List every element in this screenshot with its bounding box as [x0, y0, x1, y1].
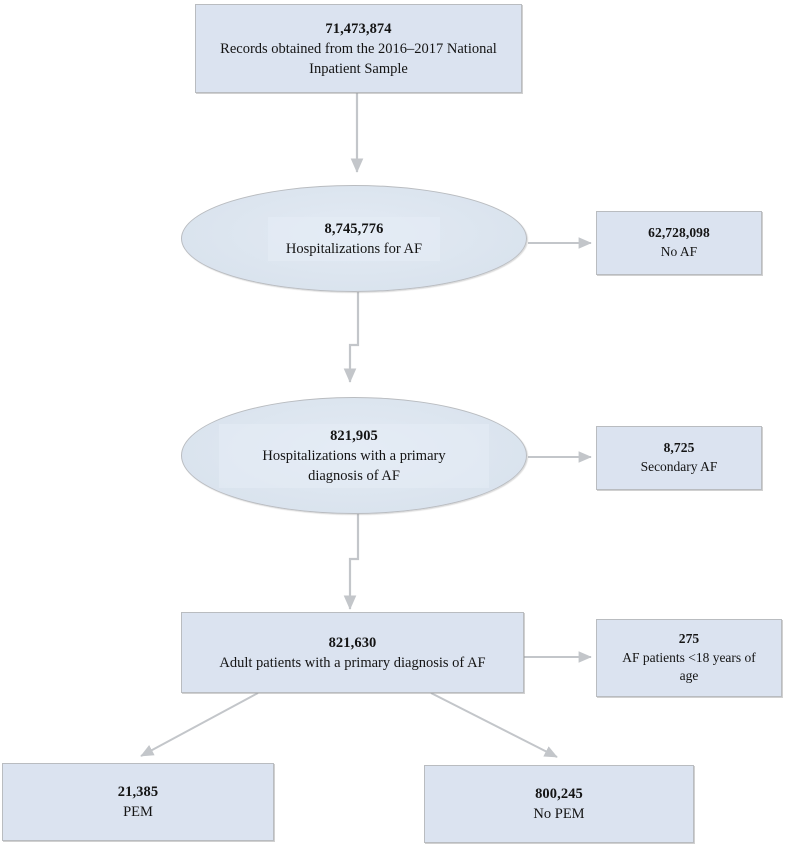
- node-adult-primary-af-count: 821,630: [328, 634, 377, 651]
- connector-adult-primary-af-to-no-pem: [430, 692, 558, 758]
- node-under-18: 275 AF patients <18 years of age: [596, 619, 782, 697]
- node-secondary-af-label: Secondary AF: [640, 459, 718, 474]
- node-secondary-af: 8,725 Secondary AF: [596, 426, 762, 490]
- node-af-hospitalizations: 8,745,776 Hospitalizations for AF: [181, 185, 527, 292]
- node-no-af-label: No AF: [660, 244, 698, 259]
- connector-af-hospitalizations-to-primary-af: [343, 292, 360, 383]
- node-secondary-af-count: 8,725: [663, 440, 695, 456]
- node-pem-text: 21,385 PEM: [115, 782, 161, 822]
- node-primary-af-label: Hospitalizations with a primary diagnosi…: [262, 447, 446, 484]
- node-af-hospitalizations-text: 8,745,776 Hospitalizations for AF: [267, 216, 441, 261]
- node-primary-af: 821,905 Hospitalizations with a primary …: [181, 397, 527, 514]
- node-source-records-count: 71,473,874: [325, 20, 392, 37]
- node-adult-primary-af-text: 821,630 Adult patients with a primary di…: [211, 633, 493, 673]
- node-pem: 21,385 PEM: [2, 763, 274, 841]
- node-no-pem: 800,245 No PEM: [424, 765, 694, 843]
- node-af-hospitalizations-count: 8,745,776: [324, 220, 384, 237]
- connector-primary-af-to-adult-primary-af: [343, 513, 360, 610]
- node-secondary-af-text: 8,725 Secondary AF: [633, 439, 726, 476]
- node-no-af-text: 62,728,098 No AF: [648, 224, 710, 261]
- node-no-af: 62,728,098 No AF: [596, 211, 762, 275]
- node-under-18-label: AF patients <18 years of age: [622, 649, 756, 684]
- node-af-hospitalizations-label: Hospitalizations for AF: [285, 240, 423, 257]
- node-adult-primary-af: 821,630 Adult patients with a primary di…: [181, 612, 524, 693]
- node-no-af-count: 62,728,098: [648, 225, 710, 241]
- node-source-records: 71,473,874 Records obtained from the 201…: [195, 4, 522, 93]
- node-under-18-count: 275: [678, 631, 700, 647]
- node-no-pem-label: No PEM: [533, 806, 585, 822]
- node-under-18-text: 275 AF patients <18 years of age: [609, 630, 769, 686]
- node-pem-count: 21,385: [117, 784, 159, 800]
- node-no-pem-text: 800,245 No PEM: [525, 784, 592, 824]
- connector-adult-primary-af-to-pem: [140, 692, 259, 757]
- node-source-records-label: Records obtained from the 2016–2017 Nati…: [220, 40, 497, 77]
- node-source-records-text: 71,473,874 Records obtained from the 201…: [196, 19, 521, 79]
- node-primary-af-count: 821,905: [330, 427, 378, 444]
- node-primary-af-text: 821,905 Hospitalizations with a primary …: [219, 423, 489, 488]
- node-no-pem-count: 800,245: [535, 786, 583, 802]
- node-pem-label: PEM: [123, 804, 153, 820]
- node-adult-primary-af-label: Adult patients with a primary diagnosis …: [219, 654, 486, 671]
